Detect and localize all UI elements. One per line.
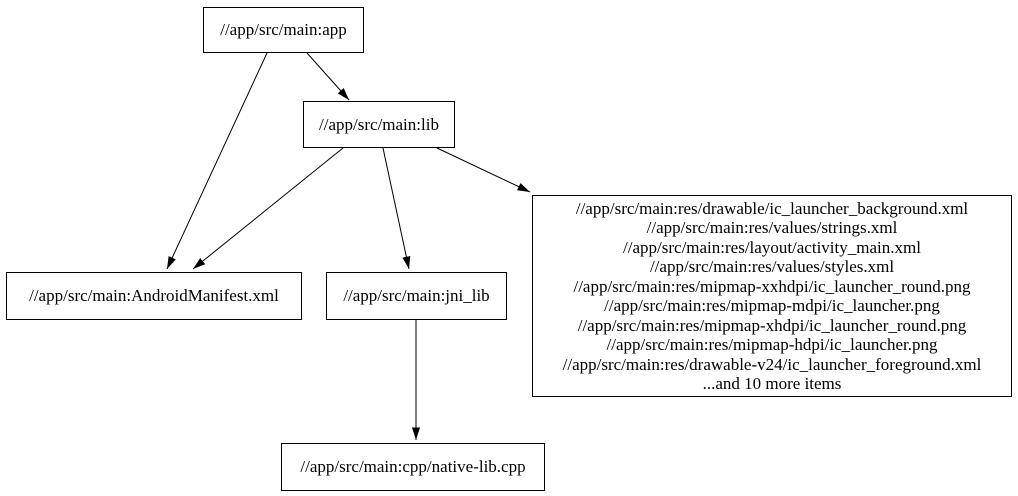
res-group-line: //app/src/main:res/mipmap-xxhdpi/ic_laun… [573, 276, 971, 296]
node-native-lib-cpp: //app/src/main:cpp/native-lib.cpp [281, 443, 545, 491]
edge-app-to-manifest [166, 52, 268, 270]
res-group-line: //app/src/main:res/mipmap-mdpi/ic_launch… [604, 296, 940, 315]
node-jni-lib: //app/src/main:jni_lib [326, 272, 507, 320]
res-group-line: //app/src/main:res/drawable/ic_launcher_… [575, 198, 969, 218]
res-group-line: //app/src/main:res/values/strings.xml [646, 218, 898, 237]
node-lib-label: //app/src/main:lib [319, 114, 439, 134]
res-group-line: //app/src/main:res/drawable-v24/ic_launc… [562, 354, 982, 374]
res-group-line: //app/src/main:res/layout/activity_main.… [623, 237, 921, 257]
edge-app-to-lib [306, 52, 350, 101]
res-group-more-items: ...and 10 more items [702, 374, 842, 393]
node-app-label: //app/src/main:app [220, 20, 347, 40]
node-app: //app/src/main:app [203, 7, 364, 53]
node-android-manifest-label: //app/src/main:AndroidManifest.xml [29, 286, 279, 306]
node-jni-lib-label: //app/src/main:jni_lib [343, 286, 490, 306]
node-lib: //app/src/main:lib [303, 101, 455, 148]
edge-lib-to-res-group [436, 147, 531, 193]
node-native-lib-cpp-label: //app/src/main:cpp/native-lib.cpp [300, 457, 526, 477]
res-group-line: //app/src/main:res/values/styles.xml [649, 257, 895, 276]
res-group-line: //app/src/main:res/mipmap-hdpi/ic_launch… [606, 335, 938, 354]
edge-lib-to-manifest [192, 147, 344, 270]
node-android-manifest: //app/src/main:AndroidManifest.xml [6, 272, 302, 320]
res-group-line: //app/src/main:res/mipmap-xhdpi/ic_launc… [577, 315, 967, 335]
edge-lib-to-jni-lib [382, 147, 411, 270]
node-res-group: //app/src/main:res/drawable/ic_launcher_… [532, 195, 1012, 397]
